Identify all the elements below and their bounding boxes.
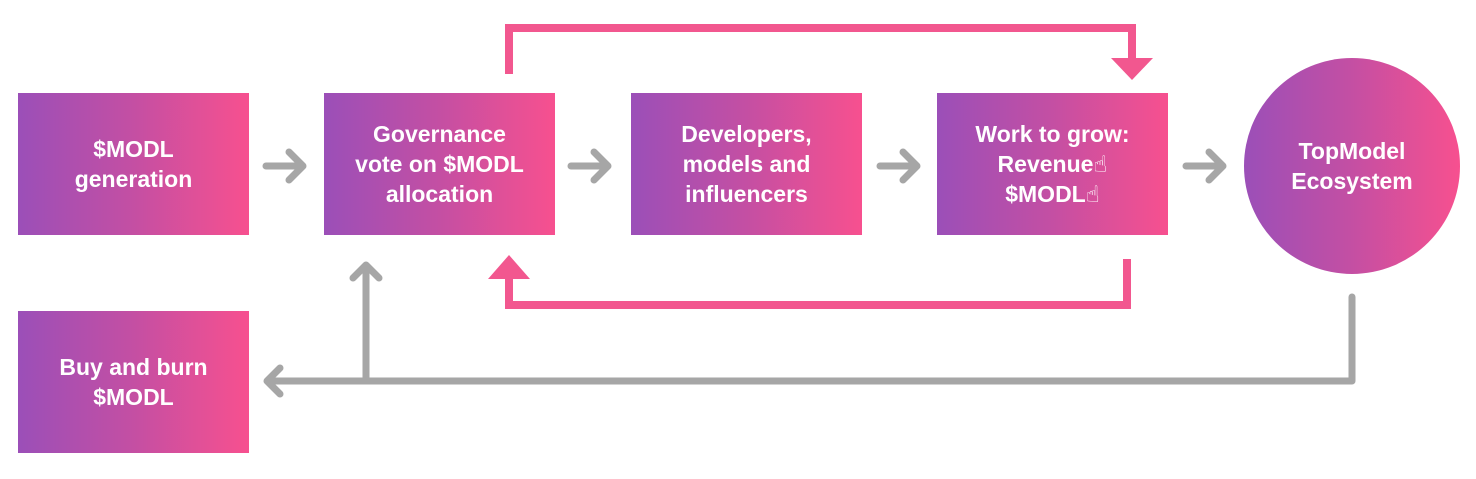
node-topmodel-ecosystem: TopModel Ecosystem: [1244, 58, 1460, 274]
node-work-to-grow: Work to grow: Revenue☝ $MODL☝: [937, 93, 1168, 235]
arrow-generation-to-governance: [262, 148, 307, 184]
node-modl-generation: $MODL generation: [18, 93, 249, 235]
node-label: Developers, models and influencers: [681, 121, 812, 207]
node-label: Work to grow: Revenue☝ $MODL☝: [975, 121, 1130, 207]
arrow-developers-to-work: [876, 148, 921, 184]
arrow-work-to-governance-bottom: [488, 255, 1131, 309]
arrow-buyburn-to-governance: [349, 261, 383, 385]
arrow-ecosystem-to-buyburn: [263, 293, 1356, 398]
arrow-work-to-ecosystem: [1182, 148, 1227, 184]
node-label: Governance vote on $MODL allocation: [355, 121, 524, 207]
node-developers: Developers, models and influencers: [631, 93, 862, 235]
node-label: $MODL generation: [74, 136, 193, 192]
node-label: Buy and burn $MODL: [59, 354, 208, 410]
node-governance-vote: Governance vote on $MODL allocation: [324, 93, 555, 235]
node-buy-and-burn: Buy and burn $MODL: [18, 311, 249, 453]
arrow-governance-to-developers: [567, 148, 612, 184]
node-label: TopModel Ecosystem: [1291, 138, 1413, 194]
arrow-governance-to-work-top: [505, 24, 1153, 80]
